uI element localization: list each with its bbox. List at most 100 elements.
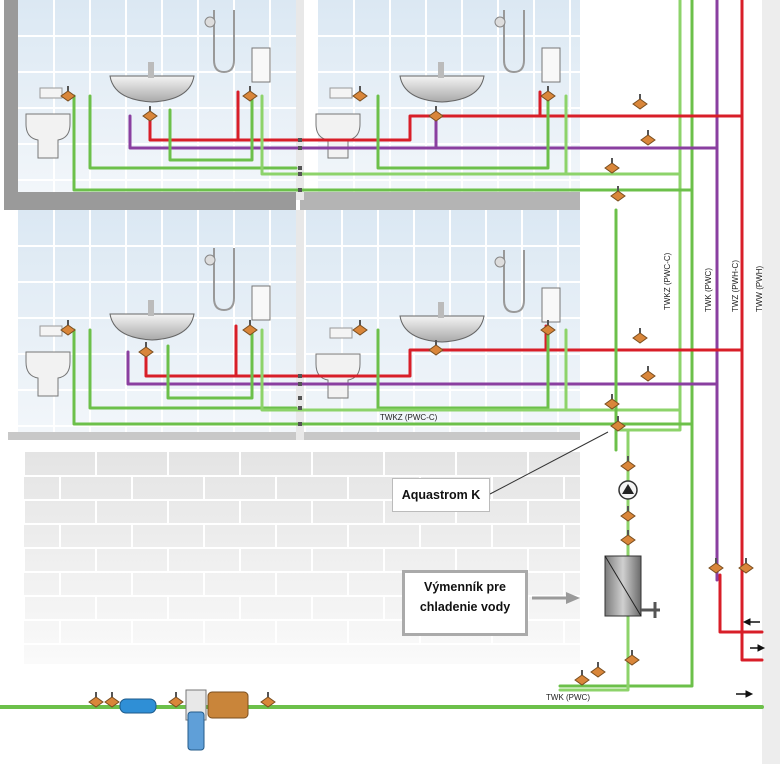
pipe-sleeve — [298, 188, 302, 192]
pipe-twk-vertical — [558, 0, 694, 688]
washbasin — [109, 313, 195, 341]
callout-hx-line1: Výmenník pre — [424, 580, 506, 594]
label-twk-bottom: TWK (PWC) — [546, 693, 590, 702]
faucet — [148, 300, 154, 316]
flush-plate — [39, 325, 63, 337]
valve — [620, 460, 636, 472]
faucet — [148, 62, 154, 78]
valve — [632, 98, 648, 110]
pipe-cold-upper-b — [88, 94, 550, 170]
valve — [640, 134, 656, 146]
valve — [104, 696, 120, 708]
water-heater — [541, 287, 561, 323]
washbasin — [399, 75, 485, 103]
pipe-sleeve — [298, 138, 302, 142]
pipe-coldcirc-lower — [260, 328, 682, 412]
pipe-twkz-vertical — [618, 0, 682, 432]
valve — [352, 90, 368, 102]
label-twkz-horizontal: TWKZ (PWC-C) — [380, 413, 438, 422]
valve — [142, 110, 158, 122]
shower-hose — [213, 248, 235, 312]
valve — [88, 696, 104, 708]
valve — [428, 110, 444, 122]
valve — [352, 324, 368, 336]
flush-plate — [329, 87, 353, 99]
pipe-hot-upper — [148, 114, 744, 142]
pipe-sleeve — [298, 382, 302, 386]
valve — [60, 324, 76, 336]
hx-pointer-arrow — [532, 592, 580, 604]
heat-exchanger — [604, 555, 660, 618]
pipe-sleeve — [298, 172, 302, 176]
pipe-sleeve — [298, 166, 302, 170]
pipe-sleeve — [298, 374, 302, 378]
valve — [708, 562, 724, 574]
flow-arrows — [736, 618, 766, 698]
mixer-knob — [204, 254, 216, 266]
valve — [620, 534, 636, 546]
pipe-coldcirc-upper — [260, 94, 682, 176]
valve — [610, 190, 626, 202]
wall-penetrations — [298, 138, 302, 426]
valve — [428, 344, 444, 356]
valve — [604, 162, 620, 174]
valve — [632, 332, 648, 344]
aquastrom-leader-line — [489, 431, 609, 495]
valve — [624, 654, 640, 666]
label-tww-vertical: TWW (PWH) — [755, 265, 764, 312]
callout-heat-exchanger: Výmenník pre chladenie vody — [402, 570, 528, 636]
washbasin — [109, 75, 195, 103]
label-twz-vertical: TWZ (PWH-C) — [731, 260, 740, 312]
valve — [574, 674, 590, 686]
fixtures — [25, 10, 561, 399]
valve-group — [60, 86, 754, 708]
shower-hose — [213, 10, 235, 74]
pipe-network — [0, 0, 764, 709]
circulation-pump — [618, 480, 638, 500]
toilet — [25, 351, 71, 397]
pipe-sleeve — [298, 146, 302, 150]
building-structure — [4, 0, 780, 764]
valve — [260, 696, 276, 708]
faucet — [438, 302, 444, 318]
faucet — [438, 62, 444, 78]
shower-hose — [503, 10, 525, 74]
valve — [738, 562, 754, 574]
pipe-tww-bottom-loop — [718, 573, 764, 634]
valve — [540, 324, 556, 336]
pipe-hot-upper-2 — [236, 90, 542, 142]
pipe-cold-upper — [72, 94, 694, 192]
pipe-cold-lower — [72, 328, 694, 426]
shower-hose — [503, 250, 525, 314]
water-heater — [251, 285, 271, 321]
pipe-cold-lower-b — [88, 328, 550, 410]
label-twk-vertical: TWK (PWC) — [704, 268, 713, 312]
water-heater — [541, 47, 561, 83]
valve — [540, 90, 556, 102]
valve — [590, 666, 606, 678]
mixer-knob — [204, 16, 216, 28]
valve — [242, 90, 258, 102]
toilet — [25, 113, 71, 159]
mixer-knob — [494, 16, 506, 28]
valve — [604, 398, 620, 410]
pipe-sleeve — [298, 396, 302, 400]
valve — [138, 346, 154, 358]
pipe-sleeve — [298, 406, 302, 410]
valve — [60, 90, 76, 102]
flush-plate — [329, 327, 353, 339]
pipe-circ-lower — [126, 350, 719, 386]
label-twkz-vertical: TWKZ (PWC-C) — [663, 252, 672, 310]
flush-plate — [39, 87, 63, 99]
callout-aquastrom: Aquastrom K — [392, 478, 490, 512]
pipe-sleeve — [298, 422, 302, 426]
water-heater — [251, 47, 271, 83]
valve — [640, 370, 656, 382]
callout-aquastrom-text: Aquastrom K — [401, 488, 481, 502]
mixer-knob — [494, 256, 506, 268]
callout-hx-line2: chladenie vody — [419, 600, 511, 614]
valve — [620, 510, 636, 522]
valve — [610, 420, 626, 432]
